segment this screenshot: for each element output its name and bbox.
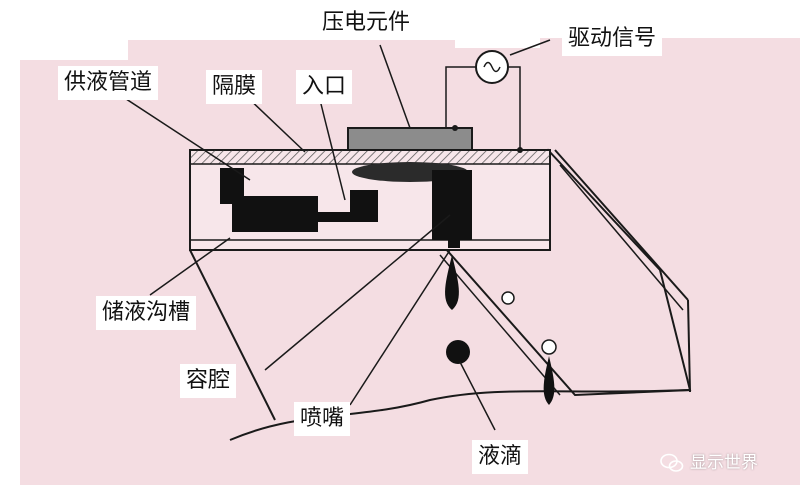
label-reservoir-groove: 储液沟槽 — [96, 296, 197, 330]
chamber-cavity — [432, 170, 472, 248]
sine-wave-icon — [483, 61, 501, 73]
wechat-icon — [660, 453, 684, 472]
supply-channel — [220, 168, 378, 232]
label-chamber: 容腔 — [180, 364, 237, 398]
head-left-edge — [189, 249, 276, 421]
head-right-edge — [687, 299, 691, 393]
leader-nozzle — [349, 249, 451, 406]
leader-chamber — [264, 214, 451, 371]
label-piezo-element: 压电元件 — [316, 6, 417, 40]
leader-piezo — [379, 44, 411, 129]
droplet-small — [501, 291, 515, 305]
droplet-falling — [543, 356, 555, 405]
watermark-text: 显示世界 — [690, 453, 758, 473]
diaphragm-layer — [189, 149, 551, 165]
bottom-margin — [20, 485, 800, 501]
head-mid-edge — [439, 254, 561, 396]
leader-drive-signal — [509, 39, 551, 56]
label-diaphragm: 隔膜 — [206, 70, 263, 104]
head-slant-edge-inner — [559, 164, 684, 311]
watermark: 显示世界 — [660, 452, 758, 474]
leader-supply-channel — [119, 94, 251, 181]
wire-left — [445, 66, 476, 128]
top-white-band — [20, 40, 128, 60]
terminal-right — [517, 147, 523, 153]
label-nozzle: 喷嘴 — [294, 402, 351, 436]
terminal-left — [452, 125, 458, 131]
label-supply-channel: 供液管道 — [58, 66, 159, 100]
leader-diaphragm — [244, 94, 306, 153]
label-droplet: 液滴 — [472, 440, 529, 474]
leader-inlet — [319, 99, 346, 201]
droplet-ink — [446, 340, 470, 364]
droplet-ring — [541, 339, 557, 355]
piezo-element — [347, 127, 473, 151]
leader-droplet — [459, 361, 496, 431]
diagram-background — [20, 38, 800, 485]
leader-reservoir — [149, 237, 231, 296]
label-drive-signal: 驱动信号 — [562, 22, 663, 56]
head-slant-edge-top — [554, 149, 689, 301]
wire-right — [508, 66, 521, 150]
droplet-stream — [445, 255, 459, 310]
label-inlet: 入口 — [296, 70, 353, 104]
